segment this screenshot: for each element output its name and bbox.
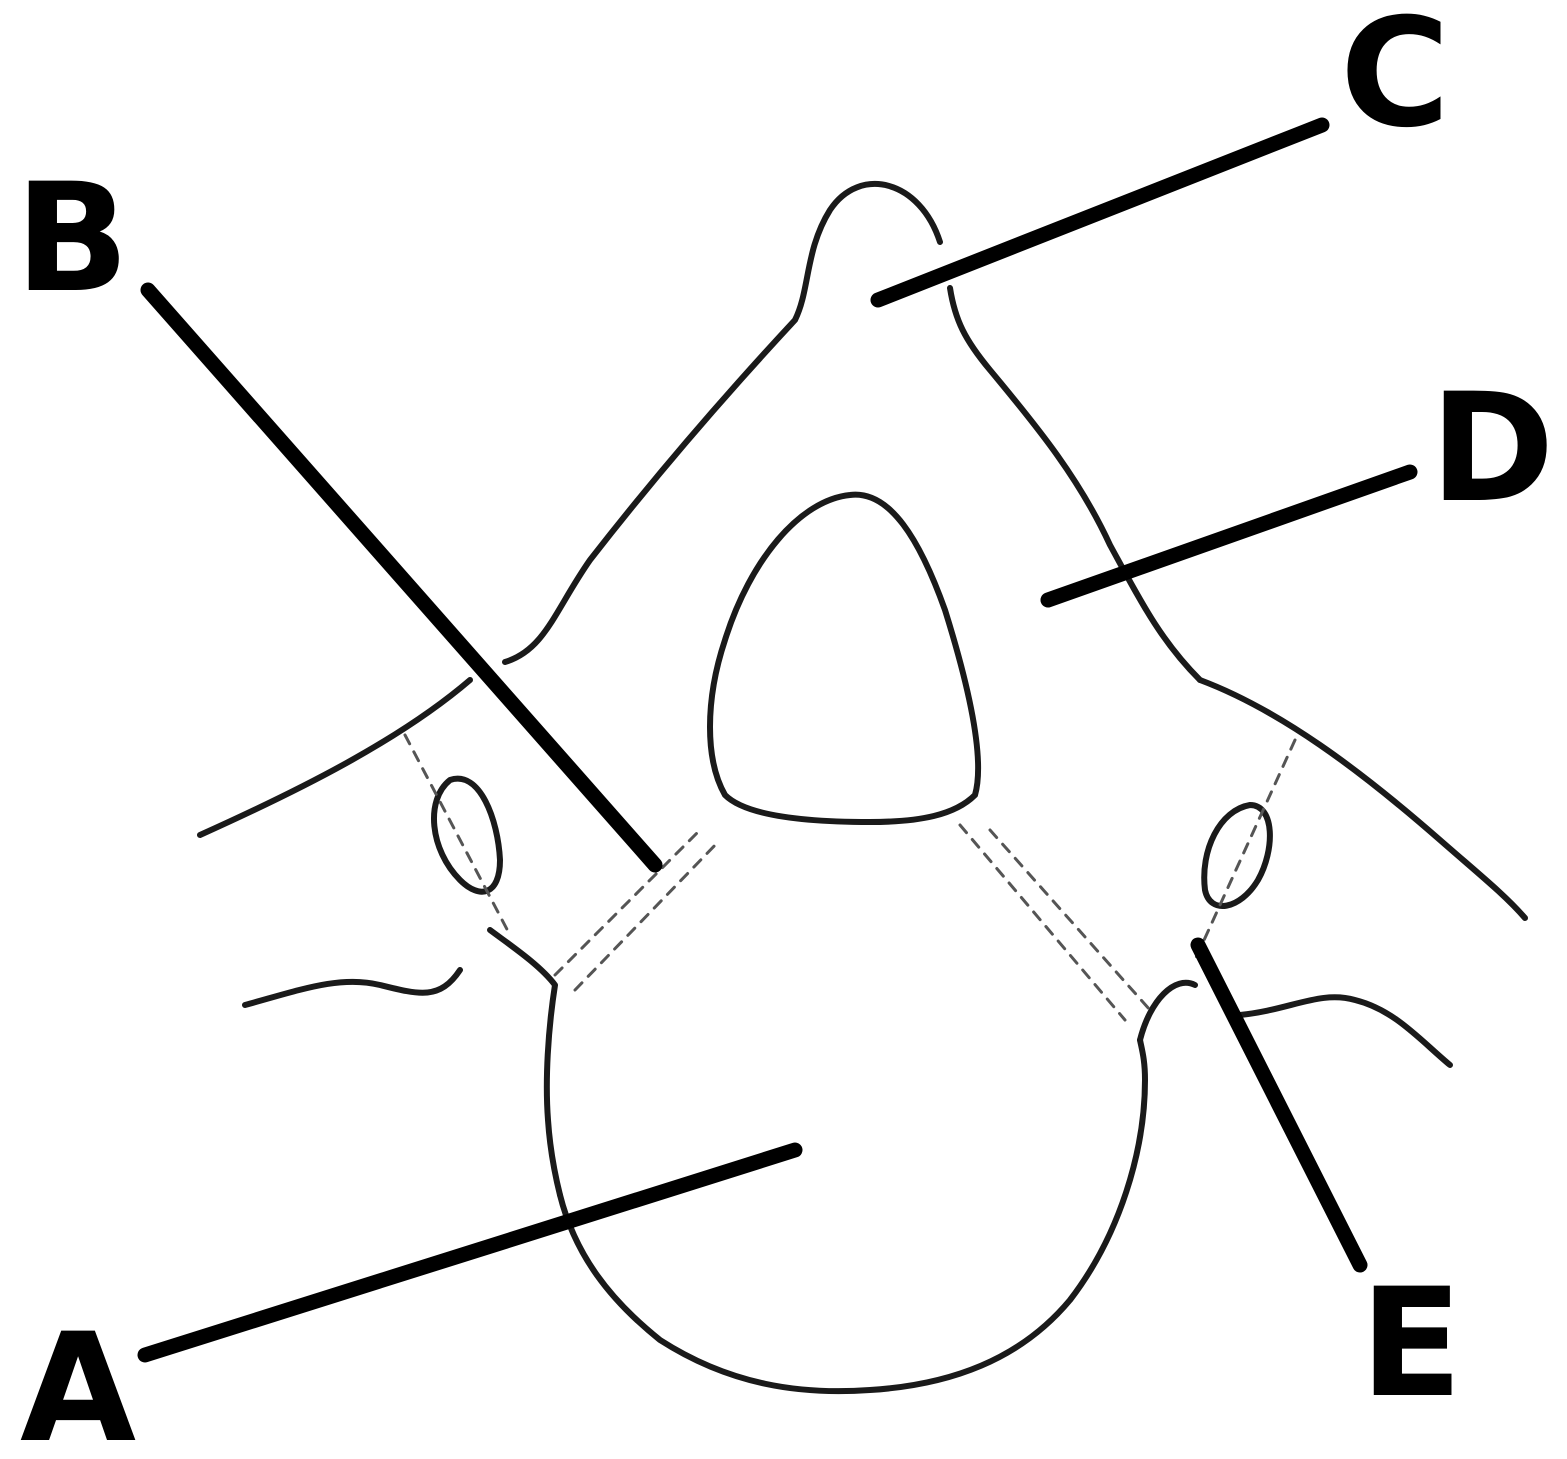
dashed-line-right-lower	[988, 828, 1152, 1012]
pedicle-right-outline	[1137, 980, 1198, 1043]
dashed-line-left-upper	[553, 828, 702, 977]
dashed-line-facet-left	[403, 733, 512, 937]
lamina-right-outline	[947, 285, 1203, 683]
label-c: C	[1340, 0, 1450, 161]
dashed-line-left-lower	[573, 838, 722, 992]
rib-right-outline	[1237, 994, 1453, 1068]
pedicle-left-outline	[487, 927, 563, 1198]
spinous-process-outline	[502, 181, 943, 665]
leader-line-b	[140, 282, 663, 873]
dashed-line-right-upper	[958, 823, 1127, 1022]
vertebral-body-outline	[557, 1037, 1148, 1395]
transverse-process-right-outline	[1197, 677, 1528, 921]
leader-line-d	[1040, 464, 1418, 608]
articular-facet-left-outline	[431, 775, 503, 895]
label-b: B	[15, 152, 129, 326]
leader-line-c	[870, 117, 1330, 308]
leader-line-e	[1190, 937, 1368, 1273]
label-a: A	[20, 1302, 136, 1459]
articular-facet-right-outline	[1201, 802, 1273, 909]
transverse-process-left-outline	[197, 677, 473, 838]
vertebral-foramen-outline	[707, 491, 982, 825]
rib-left-outline	[242, 967, 463, 1008]
leader-line-a	[137, 1142, 803, 1363]
dashed-line-facet-right	[1193, 738, 1297, 962]
label-e: E	[1360, 1257, 1462, 1431]
label-d: D	[1430, 362, 1555, 536]
